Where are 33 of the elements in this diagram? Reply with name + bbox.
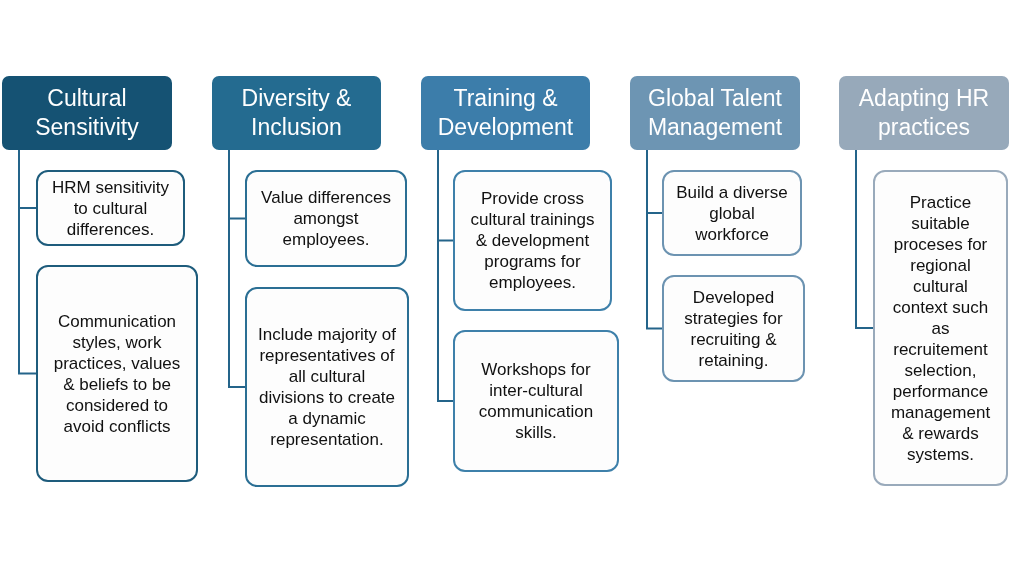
text-box	[245, 170, 407, 267]
header-text: Cultural Sensitivity	[34, 84, 140, 142]
text-box	[245, 287, 409, 487]
box-text: HRM sensitivity to cultural differences.	[50, 176, 171, 240]
category-header	[839, 76, 1009, 150]
box-text: Developed strategies for recruiting & retaining.	[683, 286, 784, 371]
text-box	[873, 170, 1008, 486]
text-box	[453, 330, 619, 472]
text-box	[662, 275, 805, 382]
category-header	[212, 76, 381, 150]
box-text: Include majority of representatives of all cultural divisions to create a dynamic representation.	[257, 324, 397, 450]
category-header	[2, 76, 172, 150]
category-header	[630, 76, 800, 150]
connector-line	[437, 149, 454, 402]
header-text: Training & Development	[436, 84, 575, 142]
box-text: Build a diverse global workforce	[675, 181, 789, 245]
header-text: Diversity & Inclusion	[240, 84, 353, 142]
box-text: Value differences amongst employees.	[260, 187, 392, 250]
header-text: Global Talent Management	[646, 84, 784, 142]
box-text: Provide cross cultural trainings & development programs for employees.	[469, 188, 596, 293]
connector-line	[646, 149, 663, 330]
connector-line	[855, 149, 874, 329]
text-box	[453, 170, 612, 311]
box-text: Practice suitable proceses for regional cultural context such as recruitement selection, performance management & rewards systems.	[889, 191, 992, 465]
category-header	[421, 76, 590, 150]
text-box	[36, 170, 185, 246]
header-text: Adapting HR practices	[857, 84, 991, 142]
text-box	[662, 170, 802, 256]
connector-line	[228, 149, 246, 388]
text-box	[36, 265, 198, 482]
box-text: Workshops for inter-cultural communication skills.	[477, 359, 595, 443]
box-text: Communication styles, work practices, values & beliefs to be considered to avoid conflicts	[52, 310, 182, 437]
connector-line	[18, 149, 37, 375]
